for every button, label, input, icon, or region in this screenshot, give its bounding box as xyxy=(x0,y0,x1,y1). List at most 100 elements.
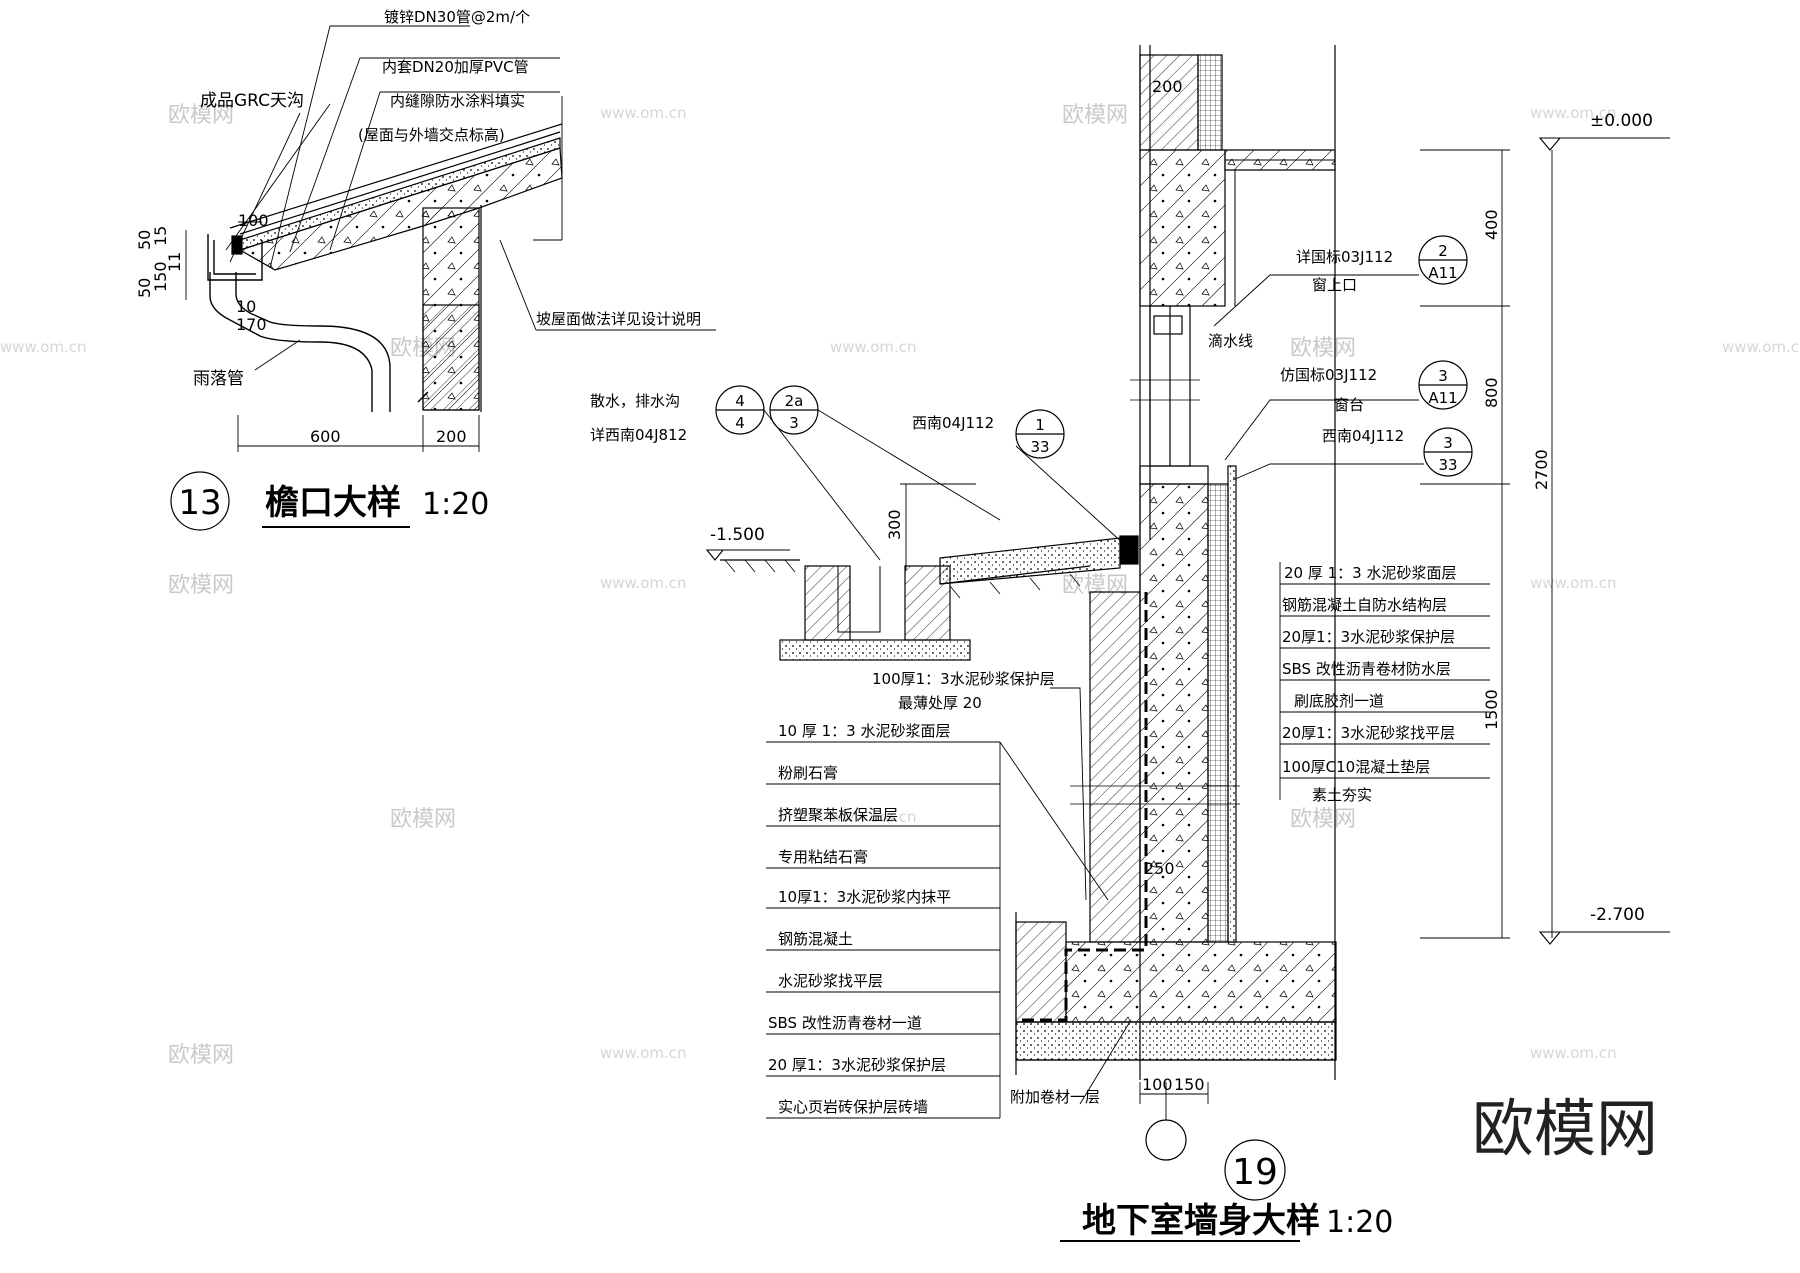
dim-15: 15 xyxy=(151,226,170,246)
label-apron: 散水，排水沟 xyxy=(590,392,680,410)
right-layer-4: SBS 改性沥青卷材防水层 xyxy=(1282,660,1451,678)
wm-url-5: www.om.cn xyxy=(600,574,687,592)
label-roof-note: 坡屋面做法详见设计说明 xyxy=(536,310,701,328)
gutter-pipe xyxy=(231,235,243,255)
dim-100: 100 xyxy=(1142,1075,1173,1094)
left-layer-8: SBS 改性沥青卷材一道 xyxy=(768,1014,922,1032)
wm-brand-9: 欧模网 xyxy=(168,1043,234,1068)
dim-50a: 50 xyxy=(135,230,154,250)
basement-detail-text: 200 ±0.000 -2.700 -1.500 400 800 1500 27… xyxy=(590,77,1653,1241)
sym-sw-bottom: 33 xyxy=(1438,456,1457,474)
wm-url-1: www.om.cn xyxy=(600,104,687,122)
basement-detail-bubble xyxy=(1224,1139,1286,1201)
dim-600: 600 xyxy=(310,427,341,446)
eave-detail-number: 13 xyxy=(178,483,221,523)
eave-detail-scale: 1:20 xyxy=(422,487,489,522)
sym-window-head-top: 2 xyxy=(1438,242,1448,260)
elev-top: ±0.000 xyxy=(1590,111,1653,131)
sym-sill-bottom: A11 xyxy=(1428,389,1457,407)
label-thinnest-20: 最薄处厚 20 xyxy=(898,694,982,712)
label-protect-100: 100厚1：3水泥砂浆保护层 xyxy=(872,670,1055,688)
roof-slab xyxy=(238,147,563,271)
label-galv-pipe: 镀锌DN30管@2m/个 xyxy=(384,8,530,26)
window-head-beam xyxy=(1139,149,1226,307)
dim-2700: 2700 xyxy=(1532,449,1551,490)
eave-detail-title: 檐口大样 xyxy=(265,483,401,523)
drain-base xyxy=(779,639,971,661)
label-sill: 窗台 xyxy=(1334,396,1364,414)
dim-170: 170 xyxy=(236,315,267,334)
right-layer-7: 100厚C10混凝土垫层 xyxy=(1282,758,1430,776)
wm-url-8: www.om.cn xyxy=(0,338,87,356)
dim-11: 11 xyxy=(165,252,184,272)
label-extra-membrane: 附加卷材一层 xyxy=(1010,1088,1100,1106)
basement-detail xyxy=(705,45,1670,1242)
elev-bottom: -2.700 xyxy=(1590,905,1645,925)
wm-brand-4: 欧模网 xyxy=(1290,336,1356,361)
brand-watermark: 欧模网 xyxy=(1472,1092,1658,1165)
sym-sw-top: 3 xyxy=(1443,434,1453,452)
apron-slab xyxy=(939,537,1121,585)
grc-gutter xyxy=(207,234,263,281)
apron-joint xyxy=(1119,535,1139,565)
wm-url-3: www.om.cn xyxy=(830,338,917,356)
sym-apron2-top: 2a xyxy=(785,392,804,410)
dim-wall-top: 200 xyxy=(1152,77,1183,96)
wm-brand-1: 欧模网 xyxy=(168,103,234,128)
wm-brand-5: 欧模网 xyxy=(168,573,234,598)
dim-300: 300 xyxy=(885,509,904,540)
wm-url-2: www.om.cn xyxy=(1530,104,1617,122)
basement-wall-concrete xyxy=(1139,483,1209,943)
label-sw-ref2: 西南04J112 xyxy=(912,414,994,432)
sym-sw2-top: 1 xyxy=(1035,416,1045,434)
left-layer-2: 粉刷石膏 xyxy=(778,764,838,782)
sym-apron2-bottom: 3 xyxy=(789,414,799,432)
right-layer-3: 20厚1：3水泥砂浆保护层 xyxy=(1282,628,1455,646)
dim-100: 100 xyxy=(238,211,269,230)
label-sw-ref: 西南04J112 xyxy=(1322,427,1404,445)
dim-400: 400 xyxy=(1482,209,1501,240)
axis-bubble xyxy=(1145,1119,1187,1161)
left-layer-list xyxy=(766,741,1000,1119)
right-layer-1: 20 厚 1：3 水泥砂浆面层 xyxy=(1284,564,1456,582)
drain-trench-left xyxy=(804,565,851,641)
dim-1500: 1500 xyxy=(1482,689,1501,730)
left-layer-10: 实心页岩砖保护层砖墙 xyxy=(778,1098,928,1116)
elev-ground: -1.500 xyxy=(710,525,765,545)
eave-detail-bubble xyxy=(170,471,230,531)
concrete-bedding xyxy=(1015,1021,1337,1061)
dim-150: 150 xyxy=(1174,1075,1205,1094)
label-drip-line: 滴水线 xyxy=(1208,332,1253,350)
wm-url-6: www.om.cn xyxy=(1530,574,1617,592)
label-window-head-ref: 详国标03J112 xyxy=(1296,248,1393,266)
sym-sw2-bottom: 33 xyxy=(1030,438,1049,456)
wm-url-7: www.om.cn xyxy=(830,808,917,826)
wm-brand-8: 欧模网 xyxy=(1290,807,1356,832)
sym-apron1-bottom: 4 xyxy=(735,414,745,432)
label-roof-wall-elev: (屋面与外墙交点标高) xyxy=(358,126,505,144)
wm-url-9: www.om.cn xyxy=(600,1044,687,1062)
left-layer-9: 20 厚1：3水泥砂浆保护层 xyxy=(768,1056,946,1074)
protective-brick-wall xyxy=(1089,591,1141,943)
basement-detail-number: 19 xyxy=(1232,1152,1278,1193)
right-layer-5: 刷底胶剂一道 xyxy=(1294,692,1384,710)
left-layer-1: 10 厚 1：3 水泥砂浆面层 xyxy=(778,722,950,740)
dim-200: 200 xyxy=(436,427,467,446)
eave-detail-text: 成品GRC天沟 镀锌DN30管@2m/个 内套DN20加厚PVC管 内缝隙防水涂… xyxy=(135,8,701,523)
dim-250: 250 xyxy=(1144,859,1175,878)
basement-wall-insulation xyxy=(1207,483,1229,943)
right-layer-6: 20厚1：3水泥砂浆找平层 xyxy=(1282,724,1455,742)
left-layer-3: 挤塑聚苯板保温层 xyxy=(778,806,898,824)
sym-window-head-bottom: A11 xyxy=(1428,264,1457,282)
wm-url-10: www.om.cn xyxy=(1530,1044,1617,1062)
label-pvc-sleeve: 内套DN20加厚PVC管 xyxy=(382,58,529,76)
sym-apron1-top: 4 xyxy=(735,392,745,410)
basement-floor-slab xyxy=(1065,941,1337,1023)
label-grc-gutter: 成品GRC天沟 xyxy=(200,91,304,111)
right-layer-2: 钢筋混凝土自防水结构层 xyxy=(1282,596,1447,614)
eave-detail xyxy=(170,25,716,531)
basement-detail-scale: 1:20 xyxy=(1326,1205,1393,1240)
left-layer-4: 专用粘结石膏 xyxy=(778,848,868,866)
dim-50b: 50 xyxy=(135,278,154,298)
